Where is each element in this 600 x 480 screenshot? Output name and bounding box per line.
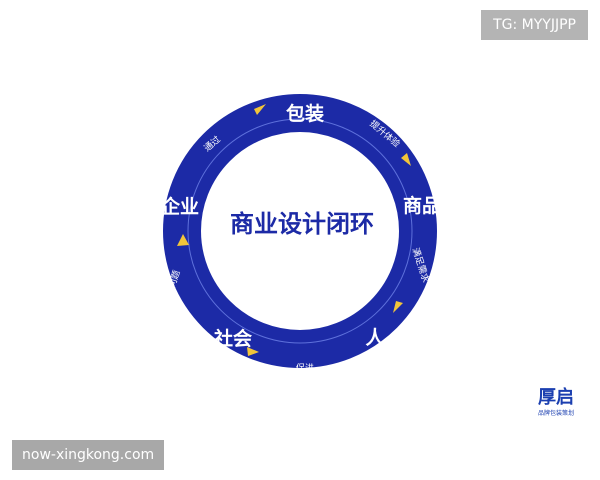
- arrow-marker: [401, 153, 411, 166]
- node-person: 人: [365, 327, 385, 349]
- edge-promote: 促进: [296, 362, 314, 374]
- watermark-top: TG: MYYJJPP: [481, 10, 588, 40]
- loop-ring: [163, 94, 437, 368]
- node-product: 商品: [403, 194, 441, 217]
- node-enterprise: 企业: [160, 195, 199, 218]
- logo-tagline: 品牌包装策划: [537, 410, 574, 417]
- brand-logo: 厚启 品牌包装策划: [526, 388, 586, 418]
- node-packaging: 包装: [286, 102, 324, 125]
- watermark-bottom: now-xingkong.com: [12, 440, 165, 470]
- arrow-marker: [393, 301, 403, 313]
- logo-mark: 厚启: [538, 387, 574, 408]
- center-title: 商业设计闭环: [230, 210, 374, 238]
- inner-guide-ring: [187, 118, 413, 344]
- node-society: 社会: [213, 327, 252, 350]
- arrow-marker: [177, 234, 189, 246]
- arrow-marker: [254, 104, 266, 115]
- arrow-marker: [247, 347, 259, 356]
